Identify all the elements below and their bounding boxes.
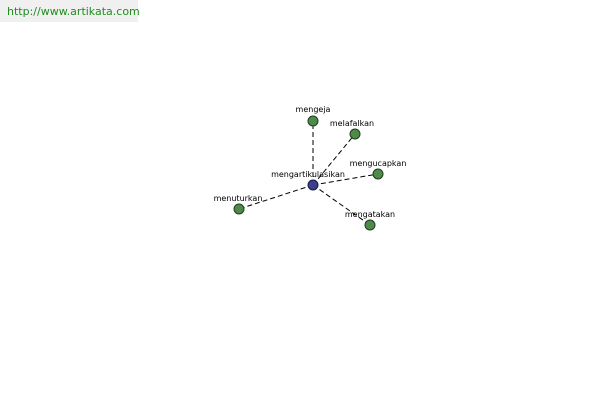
- node-menuturkan[interactable]: [233, 203, 245, 215]
- edge-mengucapkan: [312, 173, 379, 186]
- edges: [238, 121, 379, 226]
- label-menuturkan: menuturkan: [214, 194, 263, 203]
- nodes: [233, 115, 384, 231]
- url-link[interactable]: http://www.artikata.com: [7, 5, 140, 18]
- label-mengeja: mengeja: [296, 105, 331, 114]
- node-mengucapkan[interactable]: [372, 168, 384, 180]
- node-mengatakan[interactable]: [364, 219, 376, 231]
- labels: mengeja melafalkan mengucapkan menuturka…: [214, 105, 407, 219]
- node-mengeja[interactable]: [307, 115, 319, 127]
- url-banner: http://www.artikata.com: [0, 0, 140, 22]
- edge-melafalkan: [312, 133, 356, 186]
- node-center[interactable]: [307, 179, 319, 191]
- label-center: mengartikulasikan: [271, 170, 345, 179]
- node-melafalkan[interactable]: [349, 128, 361, 140]
- label-mengucapkan: mengucapkan: [350, 159, 407, 168]
- label-melafalkan: melafalkan: [330, 119, 374, 128]
- label-mengatakan: mengatakan: [345, 210, 395, 219]
- edge-mengatakan: [312, 184, 371, 226]
- edge-menuturkan: [238, 184, 314, 210]
